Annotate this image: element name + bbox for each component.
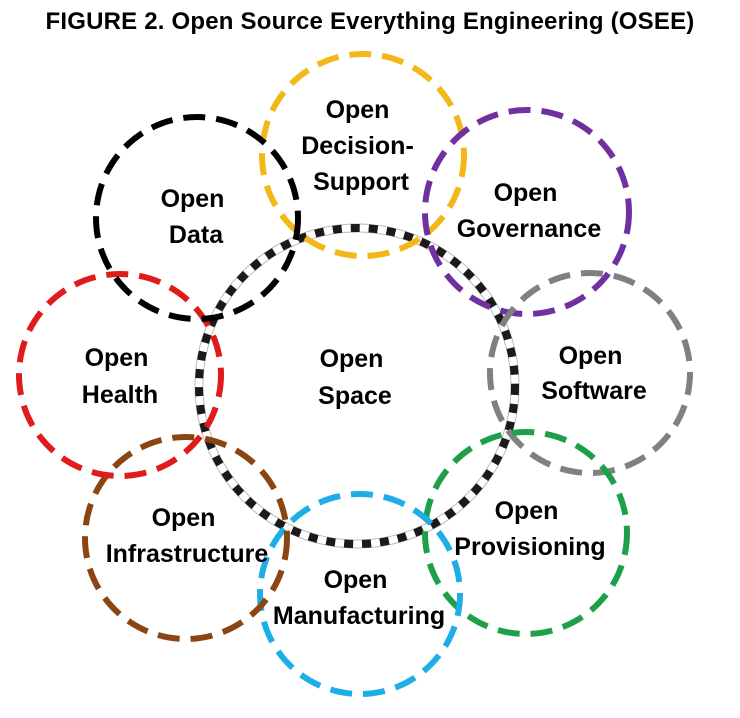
label-provisioning: Open Provisioning <box>454 497 605 561</box>
circle-provisioning <box>422 429 630 637</box>
label-infrastructure: Open Infrastructure <box>106 504 269 568</box>
label-governance: Open Governance <box>457 179 602 243</box>
label-health: Open Health <box>82 344 158 409</box>
circle-data <box>93 114 301 322</box>
circle-infrastructure <box>82 434 290 642</box>
figure-title: FIGURE 2. Open Source Everything Enginee… <box>45 8 695 35</box>
label-data: Open Data <box>161 185 232 249</box>
circle-health <box>16 271 224 479</box>
circle-decision-support <box>259 51 467 259</box>
circle-governance <box>422 107 632 317</box>
label-decision-support: Open Decision- Support <box>301 96 420 196</box>
center-label: Open Space <box>318 345 392 410</box>
circle-software <box>487 270 693 476</box>
label-software: Open Software <box>541 342 647 405</box>
circle-manufacturing <box>257 491 463 697</box>
center-circle <box>194 223 520 549</box>
label-manufacturing: Open Manufacturing <box>273 566 445 630</box>
center-ring-dashes <box>195 224 519 548</box>
